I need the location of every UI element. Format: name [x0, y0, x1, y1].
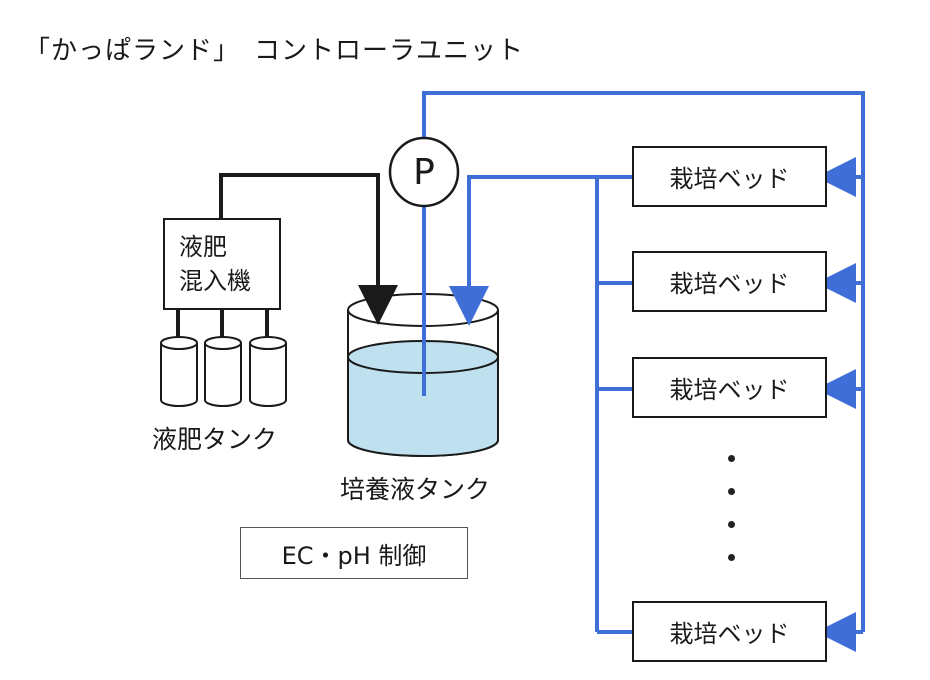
cultivation-bed: 栽培ベッド: [632, 146, 827, 207]
mixer-label-line2: 混入機: [179, 267, 251, 295]
fertilizer-feed-line: [219, 173, 398, 325]
return-line: [449, 175, 632, 634]
ellipsis-dot: [728, 488, 735, 495]
ellipsis-dot: [728, 554, 735, 561]
fertilizer-tanks-label: 液肥タンク: [152, 425, 278, 454]
pump-label: P: [413, 151, 435, 193]
page-title: 「かっぱランド」 コントローラユニット: [24, 36, 525, 66]
bed-label: 栽培ベッド: [669, 376, 790, 404]
fertilizer-tank: [204, 336, 242, 407]
supply-line: [422, 91, 865, 652]
fertilizer-mixer-box: 液肥 混入機: [163, 218, 281, 310]
fertilizer-tank: [249, 336, 287, 407]
ec-ph-control-label: EC・pH 制御: [281, 541, 427, 570]
ellipsis-dot: [728, 455, 735, 462]
cultivation-bed: 栽培ベッド: [632, 251, 827, 312]
ellipsis-dot: [728, 521, 735, 528]
bed-label: 栽培ベッド: [669, 165, 790, 193]
nutrient-tank-label: 培養液タンク: [340, 475, 491, 504]
pump-icon: [388, 136, 460, 208]
bed-label: 栽培ベッド: [669, 620, 790, 648]
ec-ph-control-box: EC・pH 制御: [240, 527, 468, 579]
cultivation-bed: 栽培ベッド: [632, 601, 827, 662]
mixer-label-line1: 液肥: [179, 233, 227, 261]
bed-label: 栽培ベッド: [669, 270, 790, 298]
fertilizer-tank: [160, 336, 198, 407]
cultivation-bed: 栽培ベッド: [632, 357, 827, 418]
fertilizer-tanks: [160, 310, 287, 407]
